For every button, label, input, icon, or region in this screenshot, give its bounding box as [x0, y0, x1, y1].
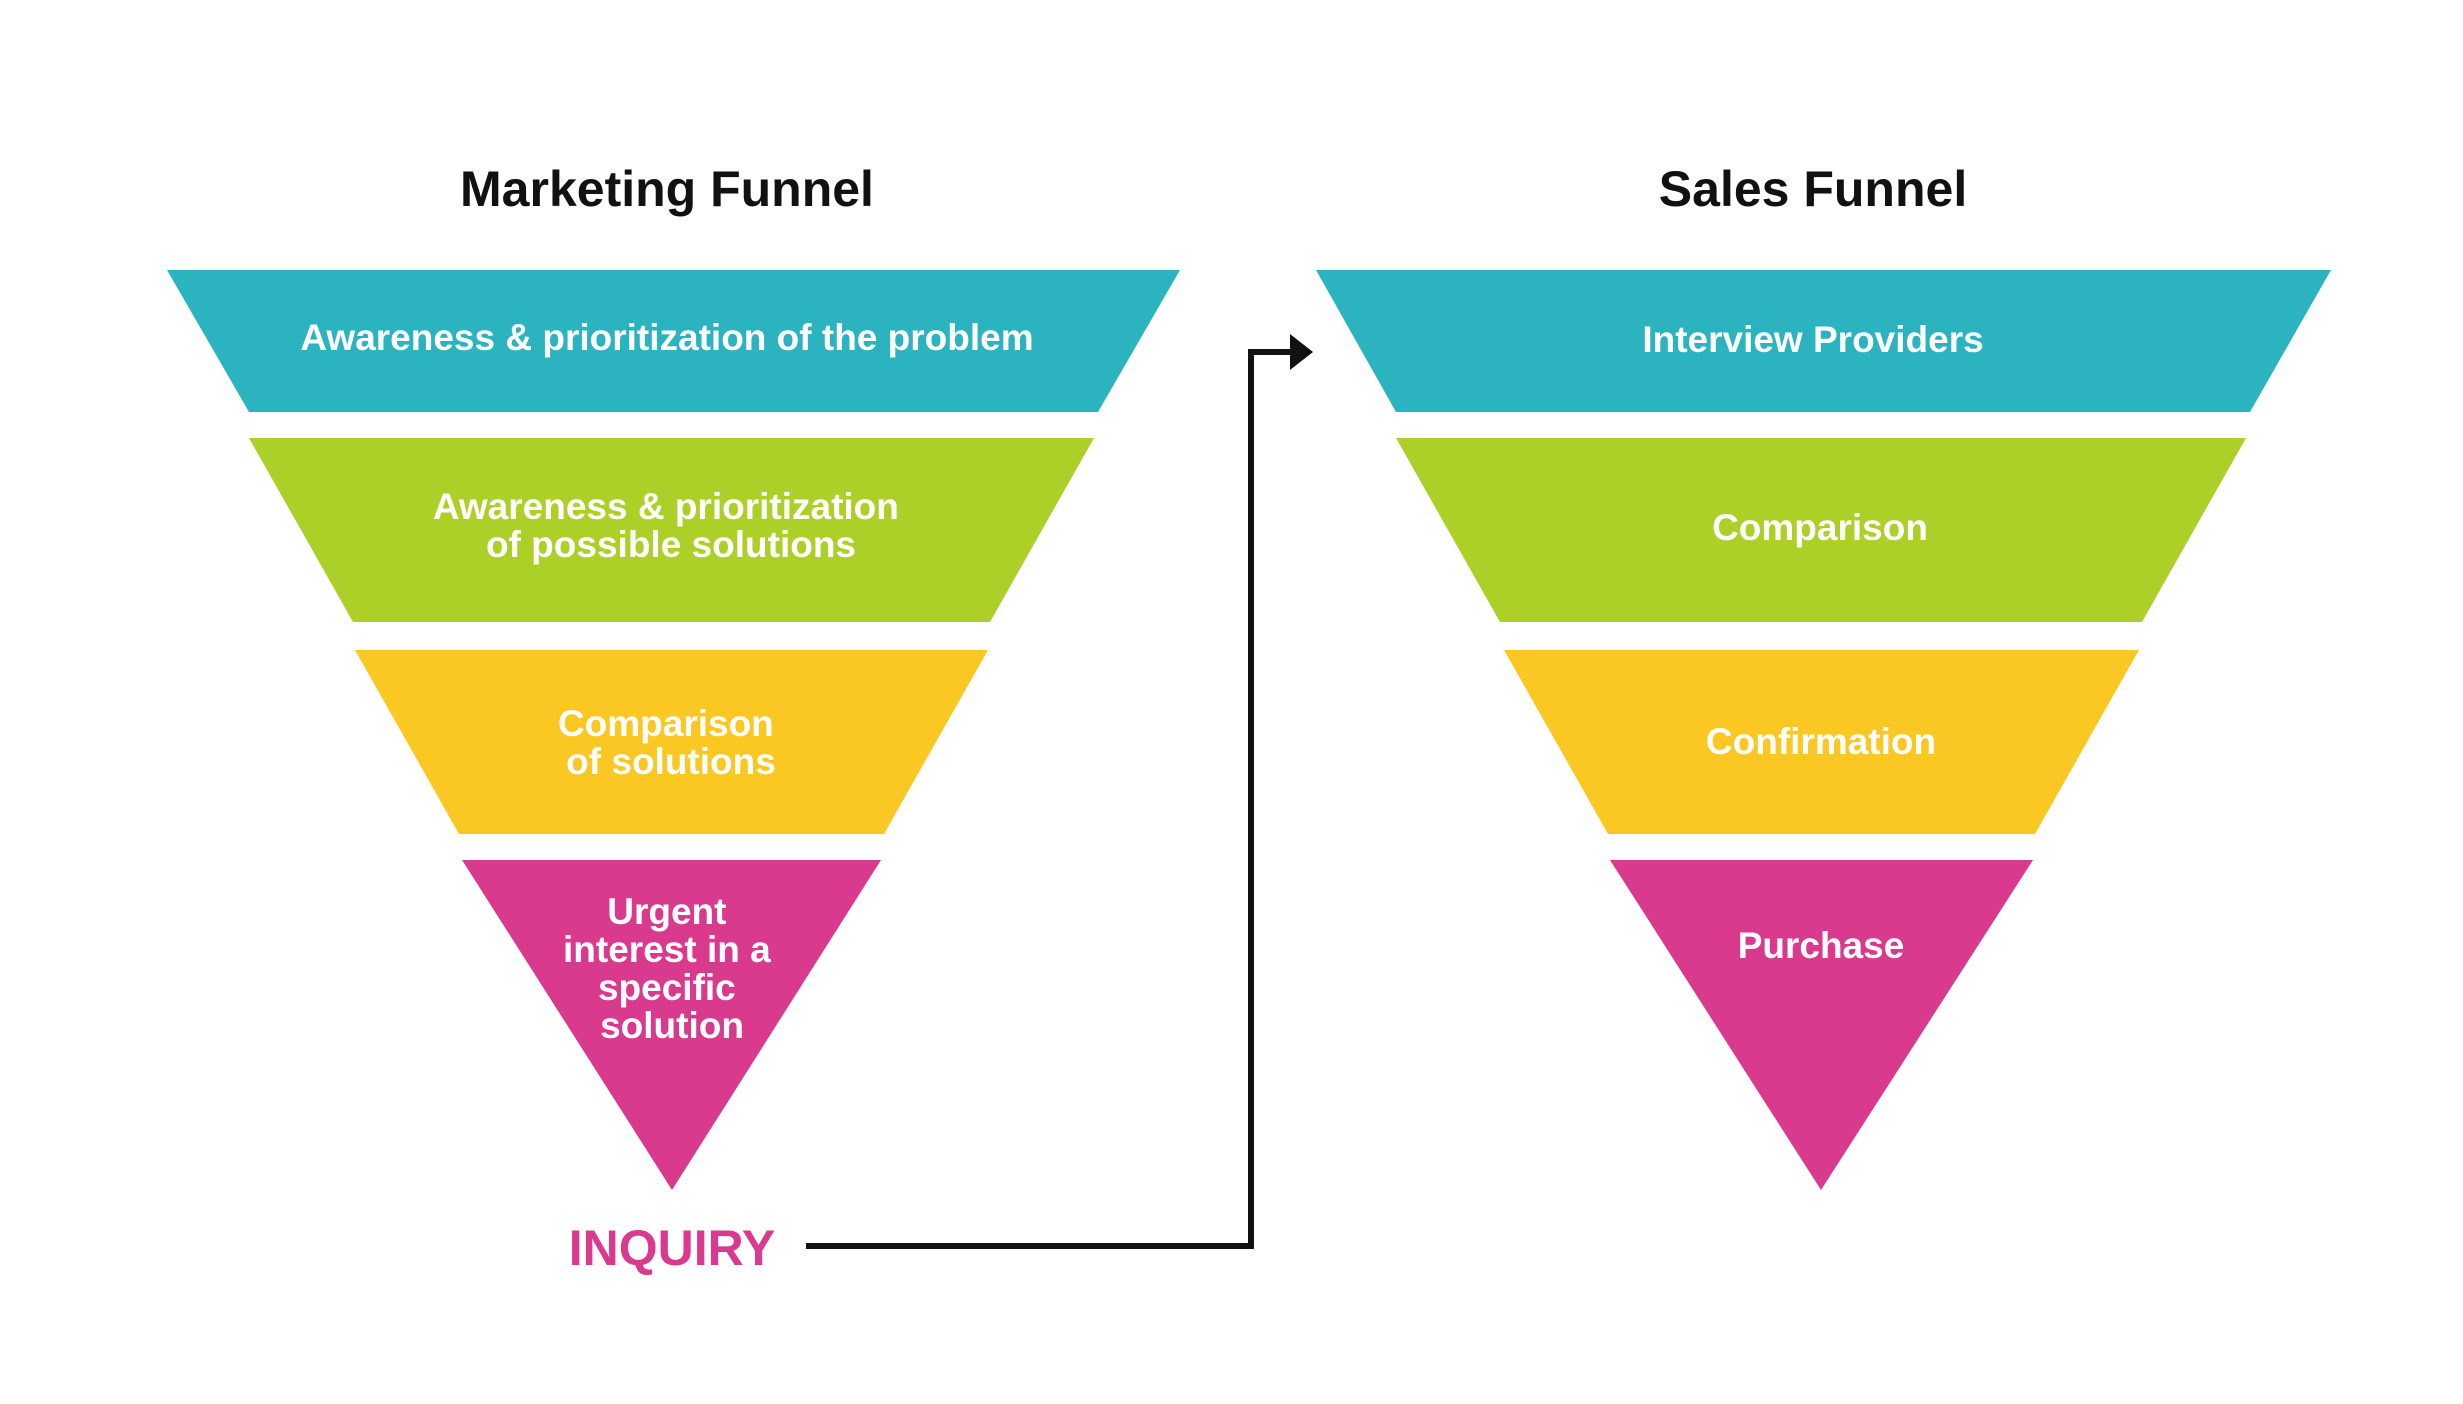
sales-funnel-title: Sales Funnel — [1659, 161, 1967, 217]
marketing-stage-2-label-line: of possible solutions — [486, 524, 856, 565]
sales-stage-1 — [1316, 270, 2331, 412]
marketing-stage-1-label: Awareness & prioritization of the proble… — [300, 317, 1033, 358]
sales-stage-3-label: Confirmation — [1706, 721, 1936, 762]
sales-stage-2-label-line: Comparison — [1712, 507, 1928, 548]
sales-funnel: Sales Funnel Interview Providers Compari… — [1316, 161, 2331, 1190]
marketing-stage-2-label-line: Awareness & prioritization — [433, 486, 899, 527]
marketing-funnel: Marketing Funnel Awareness & prioritizat… — [167, 161, 1180, 1190]
sales-stage-3-label-line: Confirmation — [1706, 721, 1936, 762]
sales-stage-2 — [1396, 438, 2246, 622]
sales-stage-3 — [1504, 650, 2139, 834]
marketing-stage-2-label: Awareness & prioritization of possible s… — [433, 486, 909, 565]
marketing-stage-4-label-line: Urgent — [607, 891, 726, 932]
inquiry-label: INQUIRY — [569, 1220, 776, 1276]
marketing-stage-3-label-line: Comparison — [558, 703, 774, 744]
marketing-stage-1-label-line: Awareness & prioritization of the proble… — [300, 317, 1033, 358]
marketing-stage-4-label-line: solution — [600, 1005, 744, 1046]
sales-stage-4 — [1610, 860, 2033, 1190]
inquiry-connector: INQUIRY — [569, 334, 1313, 1276]
sales-stage-2-label: Comparison — [1712, 507, 1928, 548]
sales-stage-4-label-line: Purchase — [1738, 925, 1905, 966]
marketing-stage-4-label-line: interest in a — [563, 929, 771, 970]
marketing-stage-2 — [249, 438, 1094, 622]
marketing-stage-3 — [355, 650, 988, 834]
connector-line — [806, 349, 1290, 1249]
sales-stage-4-label: Purchase — [1738, 925, 1905, 966]
marketing-stage-1 — [167, 270, 1180, 412]
arrow-right-icon — [1290, 334, 1313, 370]
marketing-stage-4 — [462, 860, 881, 1190]
marketing-stage-3-label-line: of solutions — [566, 741, 776, 782]
sales-stage-1-label-line: Interview Providers — [1642, 319, 1983, 360]
marketing-stage-3-label: Comparison of solutions — [558, 703, 784, 782]
marketing-stage-4-label: Urgent interest in a specific solution — [563, 891, 781, 1046]
marketing-funnel-title: Marketing Funnel — [460, 161, 874, 217]
marketing-stage-4-label-line: specific — [598, 967, 736, 1008]
sales-stage-1-label: Interview Providers — [1642, 319, 1983, 360]
